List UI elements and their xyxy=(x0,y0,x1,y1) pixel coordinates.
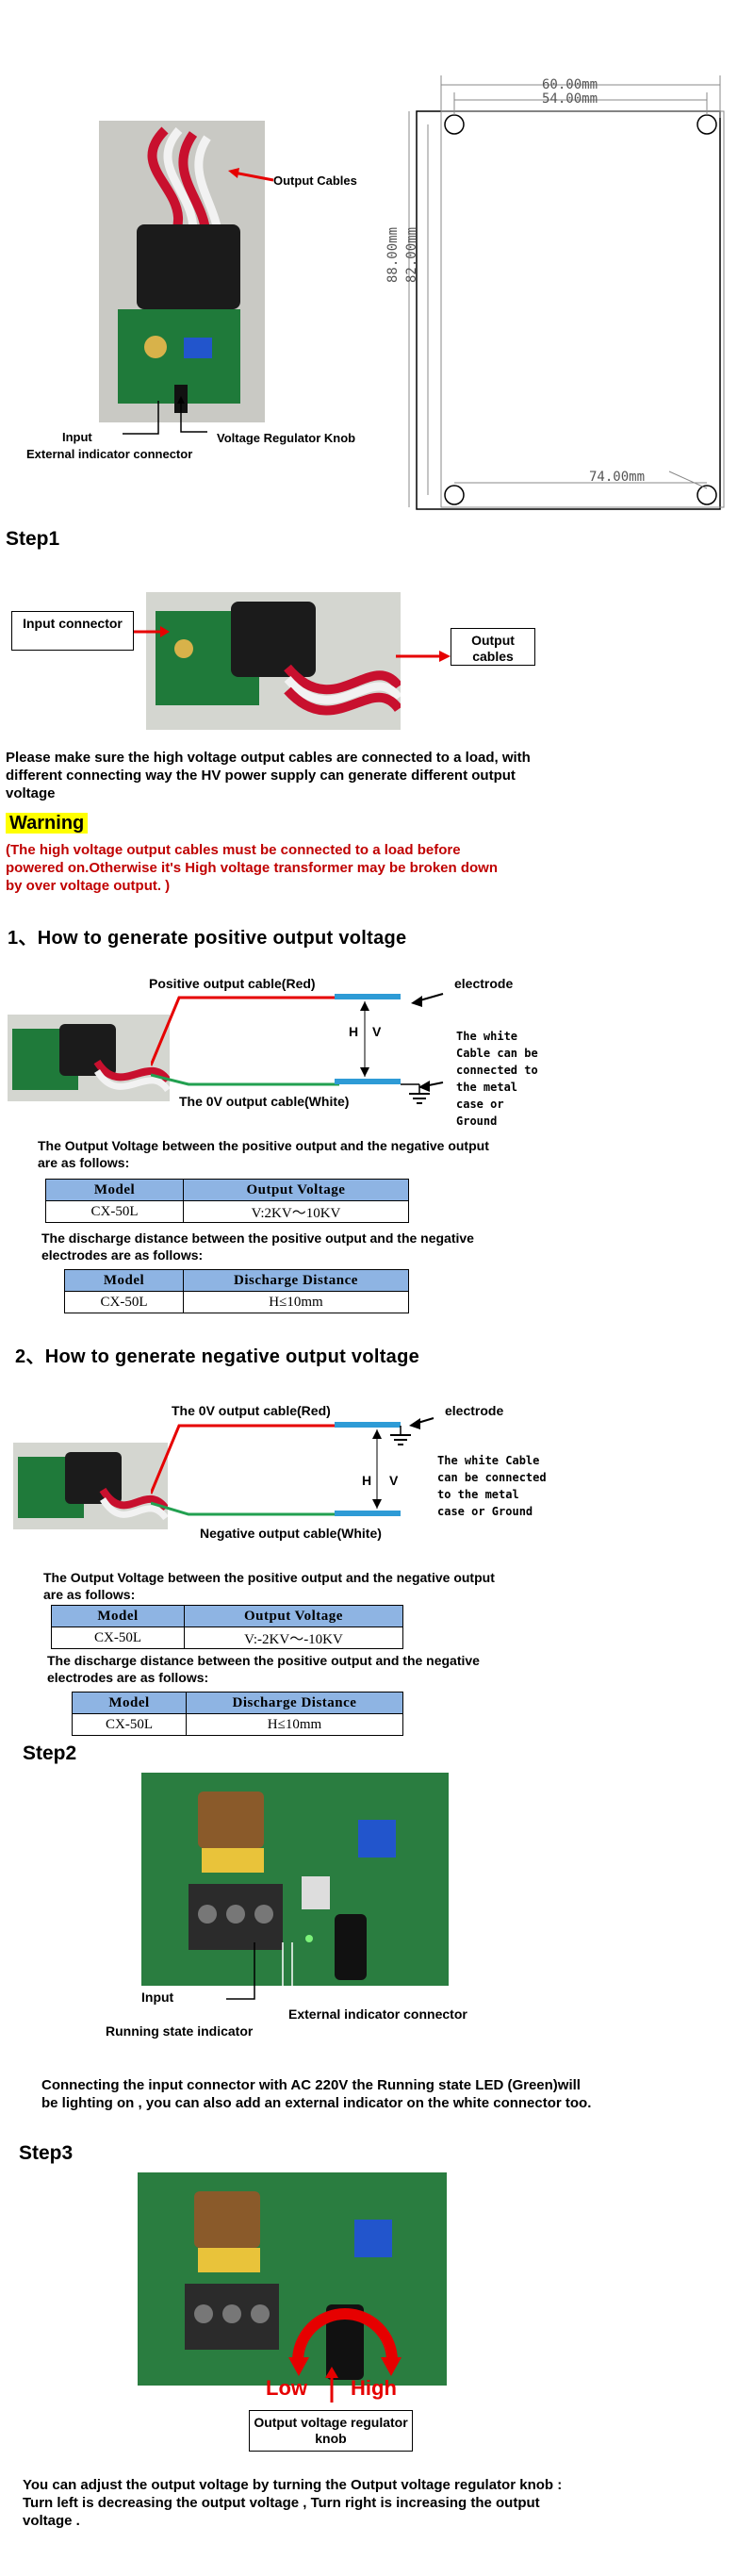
step3-paragraph: You can adjust the output voltage by tur… xyxy=(23,2477,563,2529)
positive-t2-col1: Model xyxy=(64,1269,184,1292)
warning-text: (The high voltage output cables must be … xyxy=(6,842,498,894)
negative-t1-col1: Model xyxy=(51,1605,185,1627)
negative-photo-drawing xyxy=(18,1452,168,1521)
dim-74: 74.00mm xyxy=(589,470,646,485)
step2-heading: Step2 xyxy=(23,1742,77,1764)
label-output-cables: Output Cables xyxy=(273,173,357,188)
positive-t1-col1: Model xyxy=(45,1179,184,1201)
positive-t2-model: CX-50L xyxy=(64,1291,184,1313)
negative-t2-model: CX-50L xyxy=(72,1713,187,1736)
negative-v: V xyxy=(389,1473,399,1488)
positive-t1-model: CX-50L xyxy=(45,1200,184,1223)
output-cables-box: Output cables xyxy=(451,628,535,666)
knob-label: Output voltage regulator knob xyxy=(254,2415,408,2446)
negative-t2-col2: Discharge Distance xyxy=(186,1692,403,1714)
negative-distance-table: Model Discharge Distance CX-50L H≤10mm xyxy=(72,1692,403,1736)
positive-t2-col2: Discharge Distance xyxy=(183,1269,409,1292)
positive-cable-white: The 0V output cable(White) xyxy=(179,1094,350,1109)
step3-photo-drawing xyxy=(138,2172,447,2386)
input-connector-label: Input connector xyxy=(23,616,123,631)
negative-t2-value: H≤10mm xyxy=(186,1713,403,1736)
input-connector-box: Input connector xyxy=(11,611,134,651)
negative-wiring-diagram xyxy=(151,1417,434,1516)
negative-cable-red: The 0V output cable(Red) xyxy=(172,1403,331,1418)
step2-label-running: Running state indicator xyxy=(106,2023,254,2039)
warning-tag-text: Warning xyxy=(6,813,89,834)
negative-note: The white Cable can be connected to the … xyxy=(437,1454,547,1518)
step3-heading: Step3 xyxy=(19,2142,74,2164)
step3-low: Low xyxy=(266,2376,307,2400)
positive-v: V xyxy=(372,1024,382,1039)
negative-photo xyxy=(13,1443,168,1529)
positive-voltage-table: Model Output Voltage CX-50L V:2KV～10KV xyxy=(45,1179,409,1223)
dim-88: 88.00mm xyxy=(385,226,401,283)
step1-photo-drawing xyxy=(156,602,401,716)
dim-60: 60.00mm xyxy=(542,77,598,92)
positive-note: The white Cable can be connected to the … xyxy=(456,1030,538,1128)
arrow-to-output-icon xyxy=(396,651,451,662)
dim-82: 82.00mm xyxy=(404,226,419,283)
negative-t1-value: V:-2KV～-10KV xyxy=(184,1627,403,1649)
positive-distance-intro: The discharge distance between the posit… xyxy=(41,1230,474,1263)
label-voltage-knob: Voltage Regulator Knob xyxy=(217,431,356,445)
step3-up-arrow-icon xyxy=(325,2367,338,2403)
label-input: Input xyxy=(62,430,92,444)
step2-label-input: Input xyxy=(141,1990,174,2005)
negative-distance-intro: The discharge distance between the posit… xyxy=(47,1653,480,1685)
negative-heading: 2、How to generate negative output voltag… xyxy=(15,1346,420,1367)
step2-photo xyxy=(141,1773,449,1986)
product-photo-drawing xyxy=(118,126,240,413)
arrow-output-cables-icon xyxy=(228,168,274,182)
negative-t1-model: CX-50L xyxy=(51,1627,185,1649)
positive-heading: 1、How to generate positive output voltag… xyxy=(8,928,407,949)
negative-cable-white: Negative output cable(White) xyxy=(200,1526,382,1541)
positive-electrode: electrode xyxy=(454,976,514,991)
positive-photo xyxy=(8,1015,170,1101)
positive-t2-value: H≤10mm xyxy=(183,1291,409,1313)
positive-photo-drawing xyxy=(12,1024,170,1093)
step2-label-ext: External indicator connector xyxy=(288,2006,467,2022)
step2-leader-lines xyxy=(226,1942,293,2009)
step2-photo-drawing xyxy=(141,1773,449,1986)
warning-tag: Warning xyxy=(6,813,89,834)
dimension-drawing xyxy=(408,75,725,510)
step1-paragraph: Please make sure the high voltage output… xyxy=(6,750,531,801)
step1-heading: Step1 xyxy=(6,528,60,550)
negative-voltage-intro: The Output Voltage between the positive … xyxy=(43,1570,495,1602)
negative-t2-col1: Model xyxy=(72,1692,187,1714)
negative-t1-col2: Output Voltage xyxy=(184,1605,403,1627)
arrow-to-input-icon xyxy=(134,626,170,637)
positive-t1-col2: Output Voltage xyxy=(183,1179,409,1201)
positive-h: H xyxy=(349,1024,359,1039)
positive-t1-value: V:2KV～10KV xyxy=(183,1200,409,1223)
positive-cable-red: Positive output cable(Red) xyxy=(149,976,316,991)
leader-lines xyxy=(123,396,207,435)
step2-paragraph: Connecting the input connector with AC 2… xyxy=(41,2077,592,2111)
label-ext-indicator: External indicator connector xyxy=(26,447,193,461)
output-cables-label: Output cables xyxy=(471,633,515,664)
negative-h: H xyxy=(362,1473,372,1488)
step3-high: High xyxy=(351,2376,397,2400)
dim-54: 54.00mm xyxy=(542,91,598,107)
negative-voltage-table: Model Output Voltage CX-50L V:-2KV～-10KV xyxy=(51,1605,403,1649)
step1-photo xyxy=(146,592,401,730)
step3-photo xyxy=(138,2172,447,2386)
positive-distance-table: Model Discharge Distance CX-50L H≤10mm xyxy=(64,1269,409,1313)
negative-electrode: electrode xyxy=(445,1403,504,1418)
positive-voltage-intro: The Output Voltage between the positive … xyxy=(38,1138,489,1170)
knob-label-box: Output voltage regulator knob xyxy=(249,2410,413,2452)
positive-wiring-diagram xyxy=(151,993,444,1104)
